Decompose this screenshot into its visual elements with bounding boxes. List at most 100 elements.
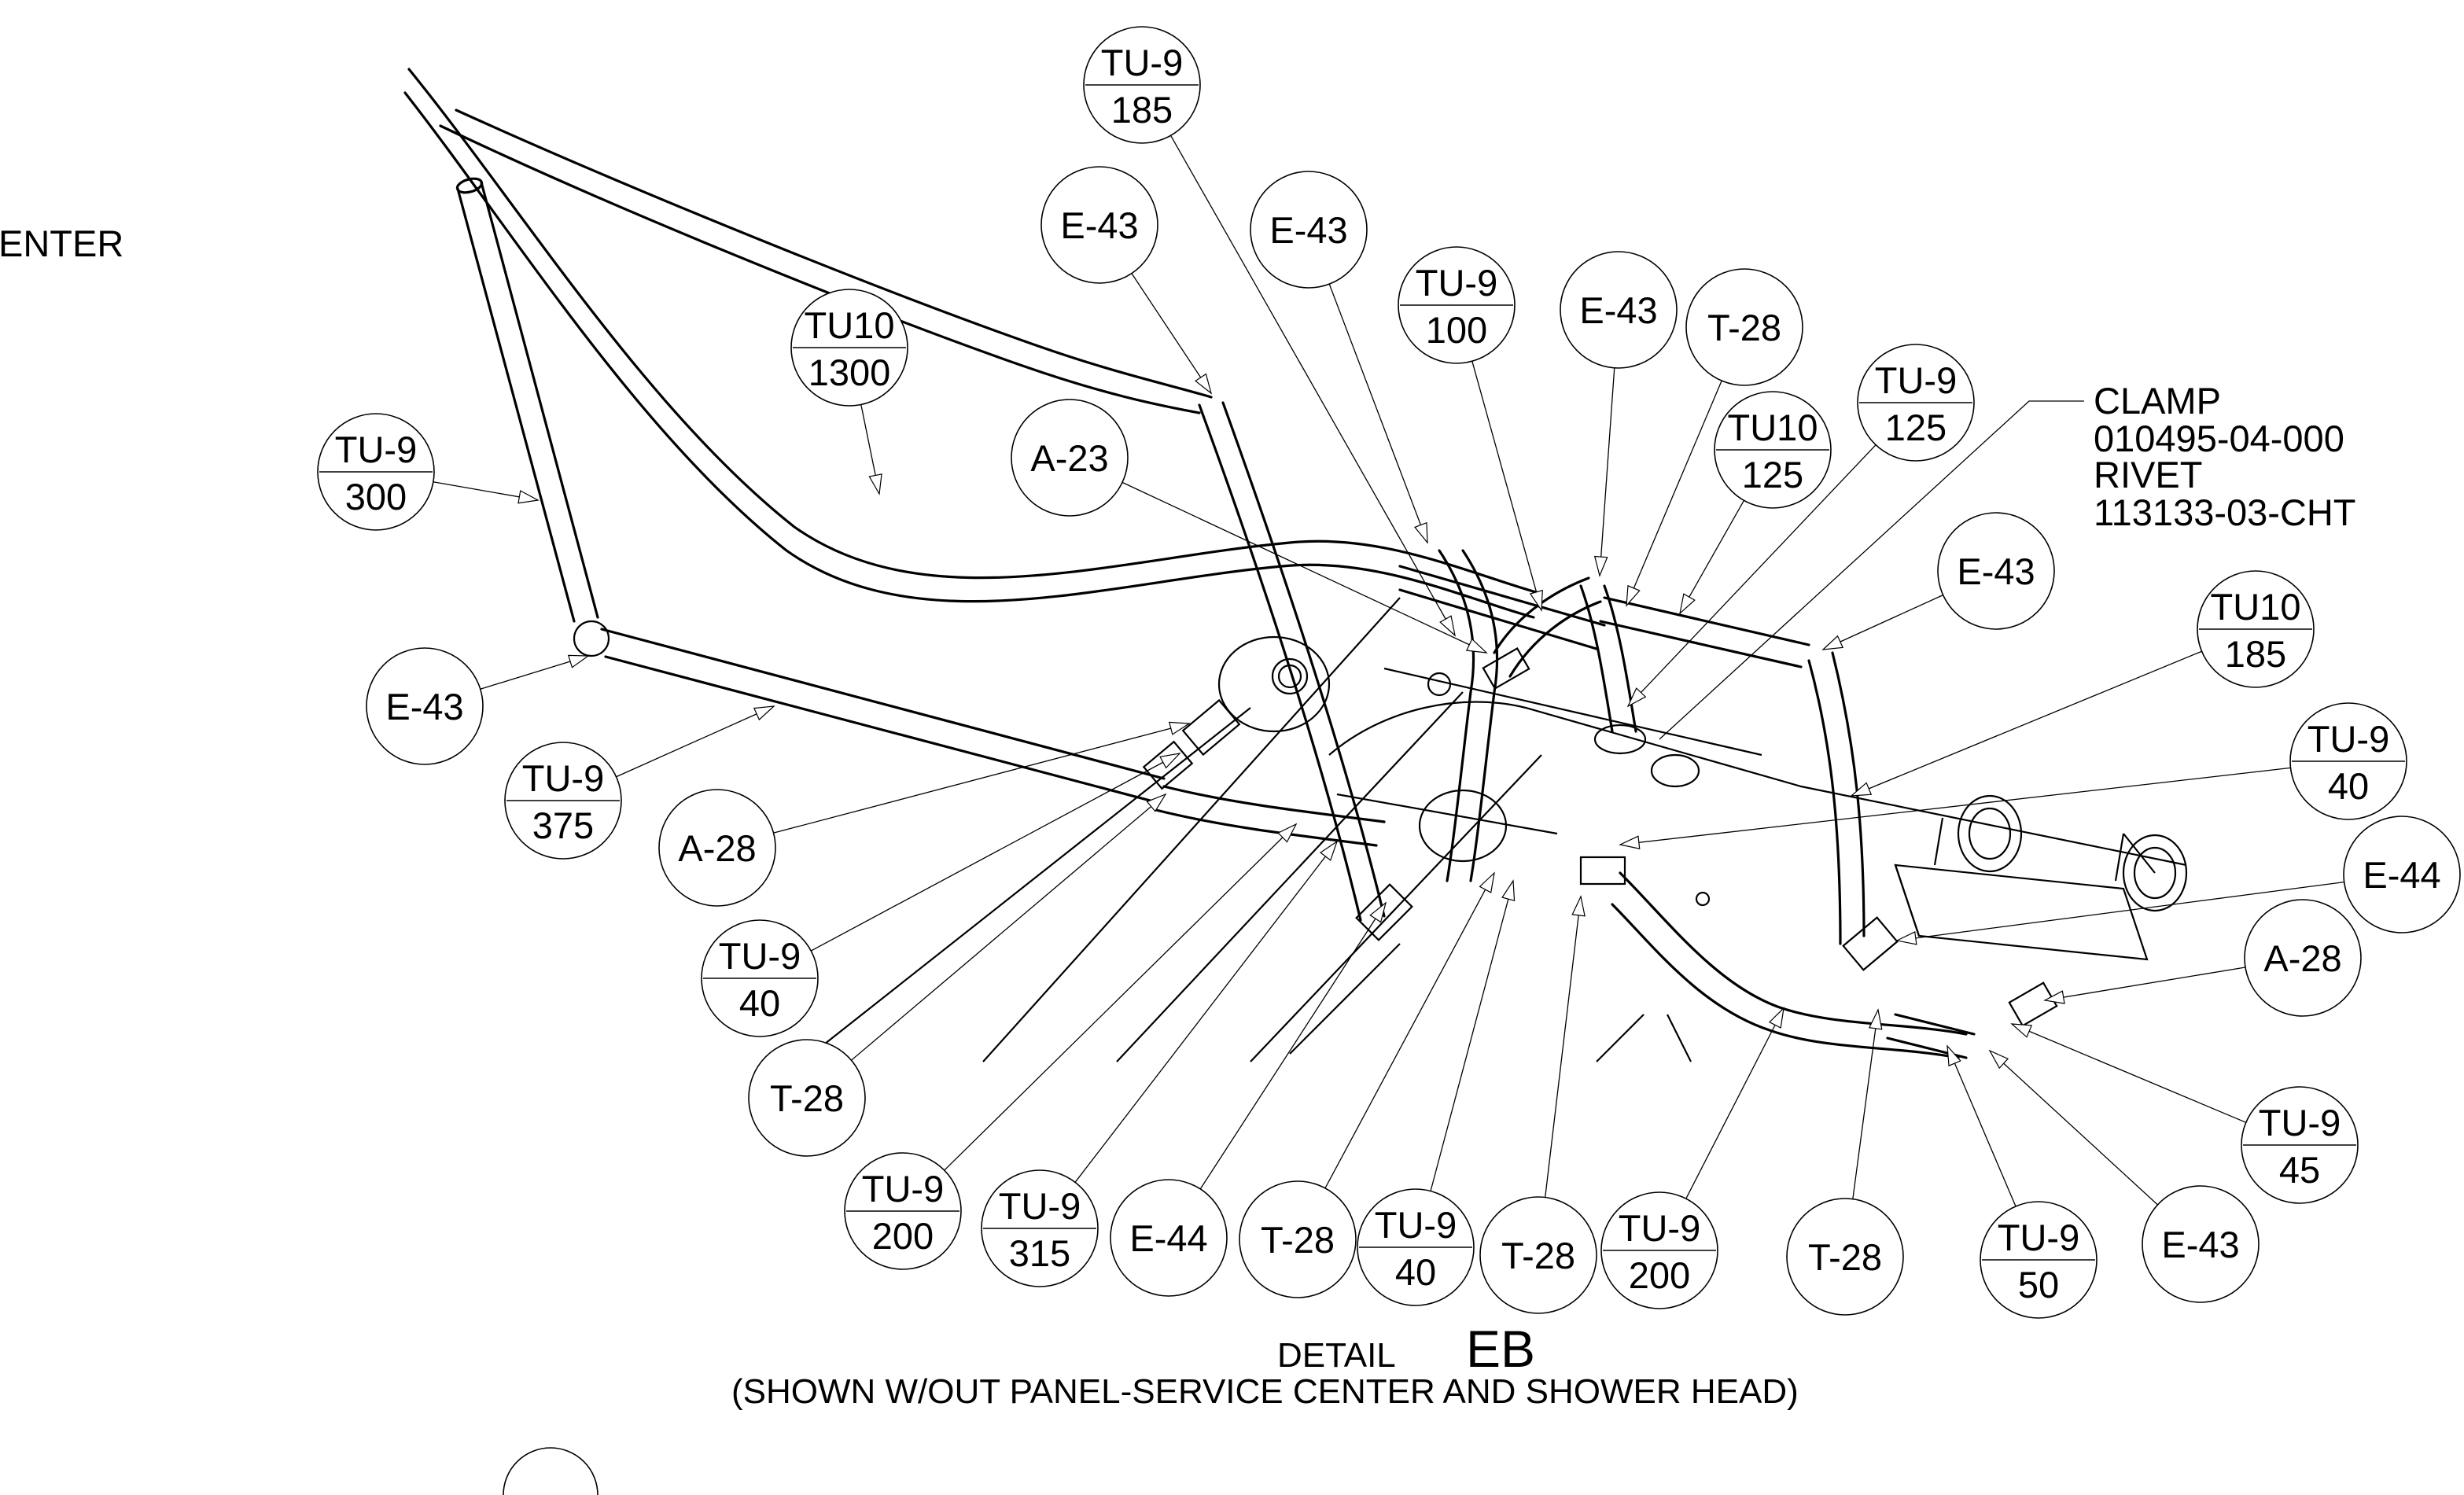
leader-line [2011,1023,2247,1123]
leader-lines [433,135,2344,1207]
bubble-part-code: TU-9 [2307,718,2389,760]
leader-line [1170,135,1456,636]
leader-line [1679,500,1745,614]
leader-line [1328,283,1428,543]
leader-line [1599,367,1615,576]
detail-title: DETAIL EB (SHOWN W/OUT PANEL-SERVICE CEN… [731,1320,1799,1411]
bubble-part-code: A-23 [1030,437,1108,479]
bubble-circle [1786,1198,1904,1316]
leader-arrowhead [1626,584,1641,607]
bubble-circle [366,647,484,765]
bubble-part-code: T-28 [1261,1219,1335,1261]
bubble-circle [1479,1196,1597,1314]
bubble-part-code: TU-9 [522,757,604,799]
bubble-part-code: T-28 [1808,1236,1882,1278]
bubble-circle [748,1039,866,1157]
note-line-2: 010495-04-000 [2094,418,2344,459]
callout-bubble: E-43 [1040,166,1158,284]
bubble-part-code: TU10 [1728,407,1818,448]
bubble-part-code: TU-9 [999,1185,1081,1227]
bubble-part-code: E-43 [2161,1224,2239,1265]
callout-bubble: A-28 [2244,899,2362,1017]
leader-arrowhead [1768,1007,1784,1029]
leader-line [1685,1007,1784,1199]
callout-bubble: A-23 [1011,399,1129,517]
leader-line [1851,650,2202,797]
leader-line [1947,1045,2017,1207]
leader-line [1626,380,1722,606]
callout-bubble: TU-940 [701,919,819,1037]
bubble-part-code: A-28 [678,827,756,869]
callout-bubble: TU10 125 [1714,391,1832,509]
leader-line [773,723,1190,834]
leader-line [1989,1050,2158,1206]
bubble-circle [1110,1179,1228,1297]
bubble-part-code: E-43 [1269,209,1347,251]
bubble-part-code: TU-9 [1998,1217,2079,1258]
callout-bubble: E-43 [2142,1185,2260,1303]
leader-line [2044,967,2246,1001]
bubble-length: 185 [1111,89,1173,131]
leader-arrowhead [1868,1008,1883,1030]
leader-arrowhead [1414,521,1428,544]
leader-line [1131,273,1212,394]
partial-bubble [503,1447,599,1495]
callout-bubble: T-28 [1239,1180,1357,1298]
leader-line [810,753,1180,952]
leader-line [1471,361,1542,611]
leader-arrowhead [1195,373,1213,395]
leader-line [1852,1009,1879,1199]
bubble-circle [1040,166,1158,284]
callout-bubble: T-28 [1685,268,1803,386]
callout-bubble: TU-9 40 [1357,1188,1475,1306]
bubble-part-code: E-44 [2363,854,2440,896]
tubing-assembly [403,68,2188,1062]
leader-arrowhead [1988,1049,2009,1070]
detail-id: EB [1466,1320,1535,1378]
leader-arrowhead [1679,593,1696,615]
leader-arrowhead [1529,589,1543,612]
bubble-length: 200 [1629,1254,1690,1296]
bubble-part-code: E-44 [1129,1217,1207,1259]
bubble-length: 185 [2225,633,2286,675]
callout-bubble: E-43 [1250,171,1368,289]
callout-bubble: TU-950 [1980,1201,2098,1319]
bubble-length: 100 [1426,309,1487,351]
bubble-part-code: TU10 [2211,586,2301,628]
leader-line [1430,880,1514,1191]
leader-arrowhead [1571,895,1586,917]
clamp-rivet-note: CLAMP 010495-04-000 RIVET 113133-03-CHT [1659,380,2356,740]
bubble-length: 125 [1742,454,1803,495]
bubble-length: 40 [2328,765,2369,807]
leader-line [1199,902,1387,1190]
leader-arrowhead [2010,1023,2033,1038]
callout-bubble: TU-9 40 [2289,702,2407,820]
bubble-length: 40 [1395,1251,1436,1293]
leader-line [1896,881,2344,941]
leader-arrowhead [1619,835,1641,849]
callout-bubble: E-43 [1937,512,2055,630]
bubble-length: 200 [872,1215,934,1257]
bubble-length: 1300 [808,352,891,393]
bubble-circle [2142,1185,2260,1303]
bubble-part-code: TU-9 [2259,1102,2341,1143]
leader-line [851,794,1166,1061]
leader-line [616,705,775,778]
bubble-part-code: TU-9 [1375,1204,1457,1246]
bubble-circle [1937,512,2055,630]
leader-arrowhead [1626,687,1647,708]
bubble-part-code: TU-9 [1875,359,1957,401]
leader-line [1545,896,1582,1198]
bubble-part-code: T-28 [770,1077,844,1119]
bubble-circle [1685,268,1803,386]
bubble-length: 375 [532,805,594,846]
bubble-circle [1250,171,1368,289]
leader-line [1627,444,1877,707]
bubble-part-code: TU-9 [335,429,417,470]
bubble-part-code: E-43 [1579,289,1657,331]
bubble-part-code: TU-9 [1101,42,1183,83]
